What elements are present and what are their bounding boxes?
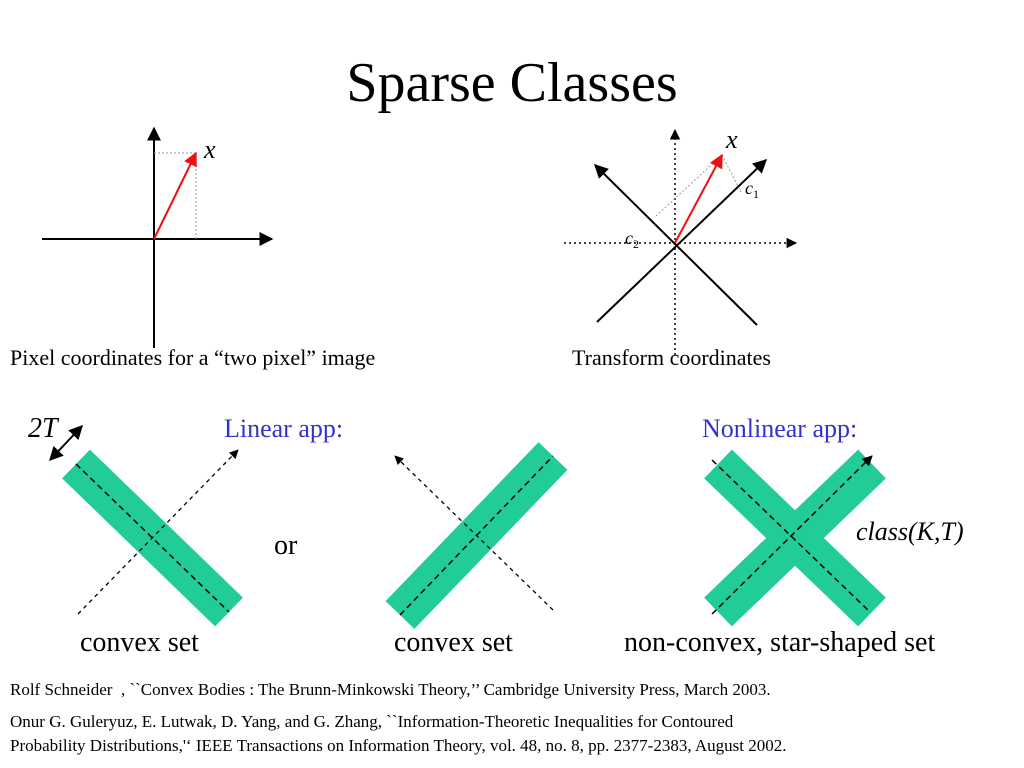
width-arrow-2t [49,424,83,462]
c2-label: c2 [625,228,639,251]
vector-x-label: x [203,135,216,164]
band-center-dashed [75,463,230,613]
nonlinear-approx-label: Nonlinear app: [702,414,858,443]
convex-set-band-1 [49,424,243,627]
reference-2-line-2: Probability Distributions,'‘ IEEE Transa… [10,736,787,755]
transform-axis-c2 [594,164,758,326]
band-positive-slope [704,449,886,627]
transform-coordinates-figure: x c1 c2 [564,125,798,355]
slide-title: Sparse Classes [346,52,678,114]
convex-set-label-2: convex set [394,627,513,658]
vector-x-arrow [674,153,723,244]
projection-line-c2 [654,154,723,218]
figure2-caption: Transform coordinates [572,345,771,370]
width-label-2t: 2T [28,413,58,444]
center-dashed-2 [711,455,873,615]
reference-2-line-1: Onur G. Guleryuz, E. Lutwak, D. Yang, an… [10,712,734,731]
reference-1: Rolf Schneider , ``Convex Bodies : The B… [10,680,771,699]
projection-line-c1 [721,154,742,193]
transform-axis-c1 [596,159,768,323]
convex-set-label-1: convex set [80,627,199,658]
vector-x-label: x [725,125,738,154]
pixel-coordinates-figure: x [42,126,274,348]
or-label: or [274,530,298,561]
convex-set-band-2 [385,442,568,629]
class-kt-label: class(K,T) [856,517,964,546]
star-shaped-set [704,449,886,627]
figure1-caption: Pixel coordinates for a “two pixel” imag… [10,345,376,370]
center-dashed-1 [711,459,871,613]
vector-x-arrow [153,151,197,240]
linear-approx-label: Linear app: [224,414,344,443]
star-shaped-set-label: non-convex, star-shaped set [624,627,936,658]
c1-label: c1 [745,178,759,201]
dashed-axis [77,449,239,615]
